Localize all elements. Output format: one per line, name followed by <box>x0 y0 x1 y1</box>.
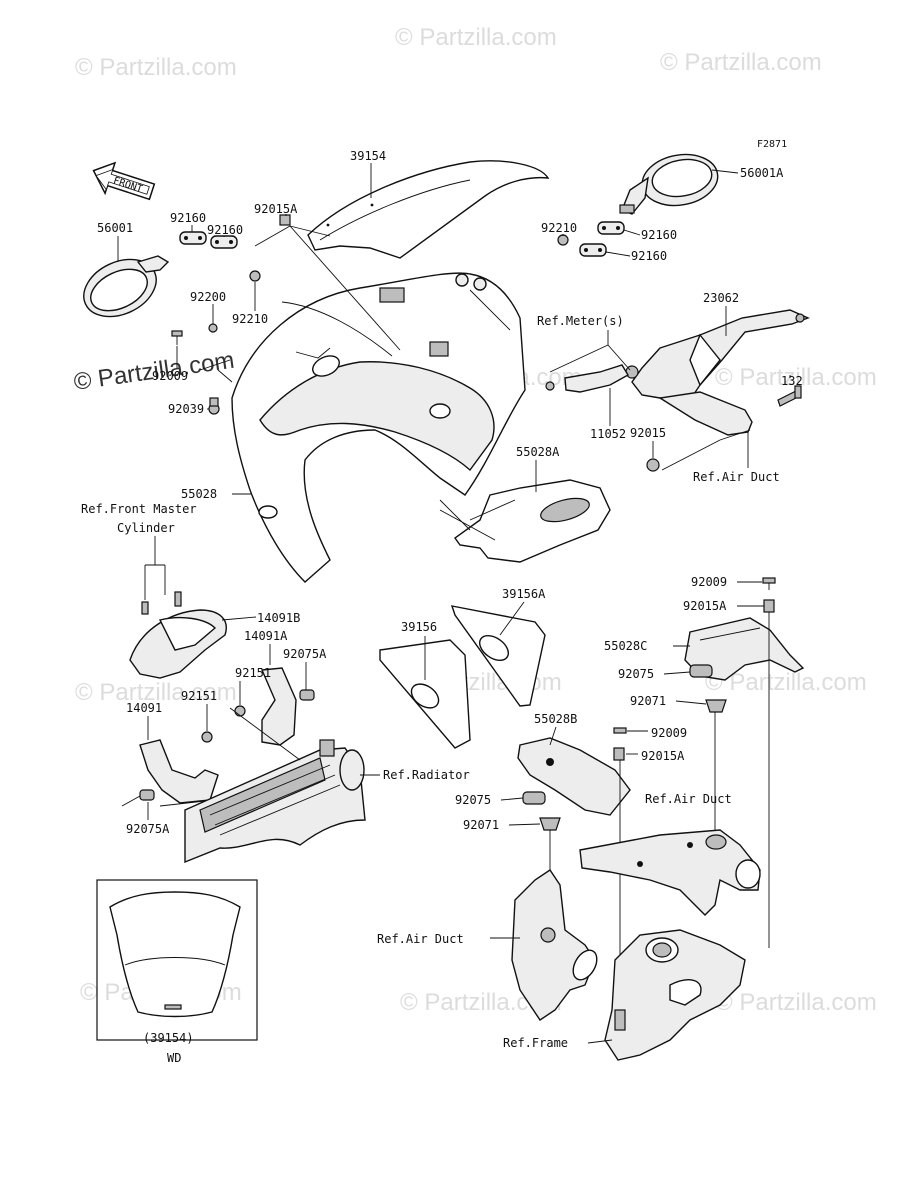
label-92009-r1: 92009 <box>691 575 727 589</box>
label-92039: 92039 <box>168 402 204 416</box>
upper-cowl-55028 <box>231 272 526 583</box>
label-55028A: 55028A <box>516 445 560 459</box>
bracket-11052 <box>545 364 629 393</box>
inset-windscreen-wd <box>96 879 258 1041</box>
label-55028: 55028 <box>181 487 217 501</box>
cover-55028B <box>517 737 631 816</box>
watermark-text: © Partzilla.com <box>75 679 237 706</box>
label-11052: 11052 <box>590 427 626 441</box>
label-56001: 56001 <box>97 221 133 235</box>
ref-air-duct-1: Ref.Air Duct <box>693 470 780 484</box>
bracket-14091 <box>139 739 219 804</box>
washer-92160-left <box>179 231 238 249</box>
label-92160-c: 92160 <box>641 228 677 242</box>
label-92015A-r1: 92015A <box>683 599 727 613</box>
mirror-56001A <box>619 153 719 215</box>
label-92075-r1: 92075 <box>618 667 654 681</box>
washer-92160-right <box>557 221 625 257</box>
ref-radiator: Ref.Radiator <box>383 768 470 782</box>
label-92210-right: 92210 <box>541 221 577 235</box>
stay-23062 <box>625 309 810 436</box>
bolt-92009-r1 <box>762 577 776 590</box>
label-92075A-upper: 92075A <box>283 647 327 661</box>
ref-front-master: Ref.Front Master <box>81 502 197 516</box>
label-92200: 92200 <box>190 290 226 304</box>
figure-code: F2871 <box>757 139 787 150</box>
label-92160-b: 92160 <box>207 223 243 237</box>
label-39156A: 39156A <box>502 587 546 601</box>
label-92015: 92015 <box>630 426 666 440</box>
label-14091B: 14091B <box>257 611 300 625</box>
label-14091A: 14091A <box>244 629 288 643</box>
label-92160-a: 92160 <box>170 211 206 225</box>
label-92015A-top: 92015A <box>254 202 298 216</box>
ref-frame: Ref.Frame <box>503 1036 568 1050</box>
label-92071-r1: 92071 <box>630 694 666 708</box>
bolt-92009-r2 <box>613 727 627 734</box>
label-92151-a: 92151 <box>235 666 271 680</box>
mirror-56001 <box>83 255 170 318</box>
label-39154-inset: (39154) <box>143 1031 194 1045</box>
front-arrow-icon: FRONT <box>92 161 156 201</box>
label-92151-b: 92151 <box>181 689 217 703</box>
label-39154: 39154 <box>350 149 386 163</box>
label-92015A-r2: 92015A <box>641 749 685 763</box>
label-23062: 23062 <box>703 291 739 305</box>
ref-air-duct-2: Ref.Air Duct <box>645 792 732 806</box>
ref-meter: Ref.Meter(s) <box>537 314 624 328</box>
radiator-ref <box>184 739 366 864</box>
windscreen-39154 <box>307 160 550 259</box>
watermark-text: © Partzilla.com <box>75 54 237 81</box>
cover-14091B <box>129 591 227 679</box>
bolt-92009-left <box>171 330 183 345</box>
panel-39156A <box>450 605 546 707</box>
frame-ref <box>604 929 746 1061</box>
air-duct-left <box>511 869 598 1021</box>
panel-39156 <box>379 639 471 749</box>
label-92009-r2: 92009 <box>651 726 687 740</box>
label-55028C: 55028C <box>604 639 647 653</box>
watermark-text: © Partzilla.com <box>395 24 557 51</box>
inset-label-wd: WD <box>167 1051 181 1065</box>
ref-front-master-cyl: Cylinder <box>117 521 175 535</box>
label-92009-left: 92009 <box>152 369 188 383</box>
label-56001A: 56001A <box>740 166 784 180</box>
screw-92039 <box>208 397 220 415</box>
label-92075A-lower: 92075A <box>126 822 170 836</box>
inner-panel-55028A <box>454 479 611 563</box>
label-55028B: 55028B <box>534 712 577 726</box>
label-14091: 14091 <box>126 701 162 715</box>
label-92210-left: 92210 <box>232 312 268 326</box>
label-92075-r2: 92075 <box>455 793 491 807</box>
air-duct-right <box>579 829 761 916</box>
label-39156: 39156 <box>401 620 437 634</box>
bolt-132 <box>777 385 802 407</box>
watermark-text: © Partzilla.com <box>660 49 822 76</box>
label-132: 132 <box>781 374 803 388</box>
label-92160-d: 92160 <box>631 249 667 263</box>
watermark-text: © Partzilla.com <box>715 989 877 1016</box>
ref-air-duct-3: Ref.Air Duct <box>377 932 464 946</box>
label-92071-r2: 92071 <box>463 818 499 832</box>
